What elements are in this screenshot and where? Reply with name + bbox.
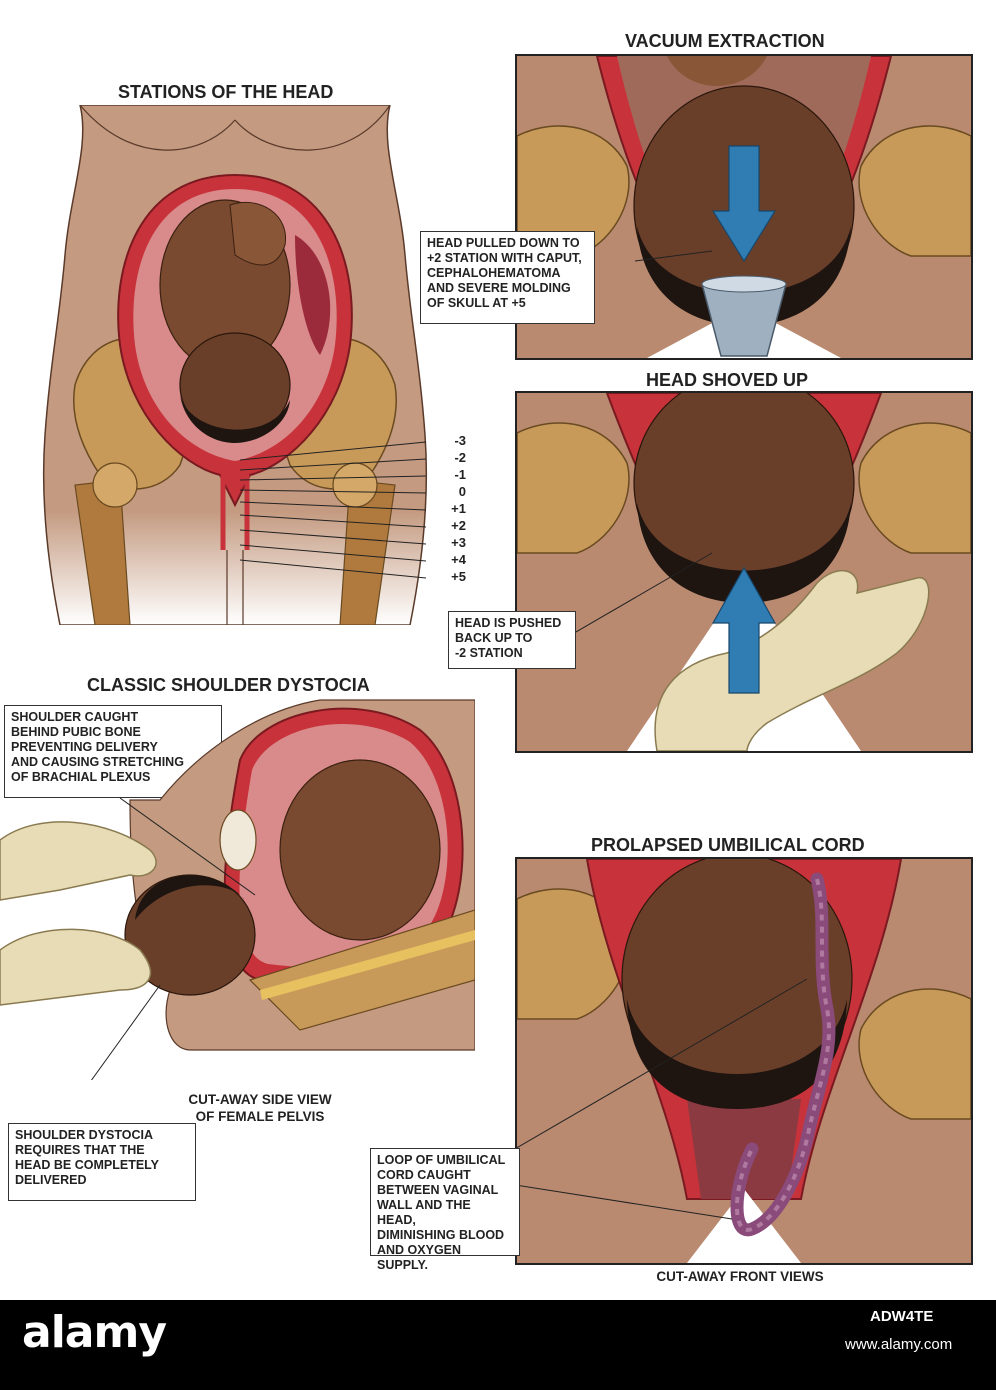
stations-illustration bbox=[20, 105, 450, 625]
stations-title: STATIONS OF THE HEAD bbox=[118, 82, 334, 102]
footer-bar bbox=[0, 1300, 996, 1390]
baby-head bbox=[124, 874, 256, 996]
station-label: +1 bbox=[451, 501, 466, 516]
shoulder-requires-callout: SHOULDER DYSTOCIA REQUIRES THAT THE HEAD… bbox=[8, 1123, 196, 1201]
up-arrow bbox=[711, 566, 777, 694]
station-label: +5 bbox=[451, 569, 466, 584]
dystocia-illustration bbox=[0, 690, 475, 1080]
pubic-bone bbox=[219, 809, 257, 871]
side-view-caption: CUT-AWAY SIDE VIEW OF FEMALE PELVIS bbox=[188, 1092, 332, 1124]
station-label: -2 bbox=[454, 450, 466, 465]
prolapsed-title: PROLAPSED UMBILICAL CORD bbox=[591, 835, 865, 855]
station-label: +4 bbox=[451, 552, 466, 567]
vacuum-callout: HEAD PULLED DOWN TO +2 STATION WITH CAPU… bbox=[420, 231, 595, 324]
vacuum-title: VACUUM EXTRACTION bbox=[625, 31, 825, 51]
glove-hand-upper bbox=[0, 821, 157, 901]
prolapsed-panel bbox=[515, 857, 973, 1265]
shoved-panel bbox=[515, 391, 973, 753]
station-scale: -3 -2 -1 0 +1 +2 +3 +4 +5 bbox=[426, 433, 466, 586]
alamy-logo: alamy bbox=[22, 1307, 167, 1358]
station-label: +3 bbox=[451, 535, 466, 550]
cord-loop-callout: LOOP OF UMBILICAL CORD CAUGHT BETWEEN VA… bbox=[370, 1148, 520, 1272]
station-label: -1 bbox=[454, 467, 466, 482]
fetus-body-side bbox=[279, 759, 441, 941]
station-label: 0 bbox=[458, 484, 466, 499]
glove-hand-lower bbox=[0, 928, 152, 1006]
down-arrow bbox=[711, 145, 777, 263]
station-label: +2 bbox=[451, 518, 466, 533]
front-views-caption: CUT-AWAY FRONT VIEWS bbox=[656, 1269, 824, 1284]
station-label: -3 bbox=[454, 433, 466, 448]
image-id: ADW4TE bbox=[870, 1308, 934, 1325]
dystocia-title: CLASSIC SHOULDER DYSTOCIA bbox=[87, 675, 370, 695]
shoved-title: HEAD SHOVED UP bbox=[646, 370, 809, 390]
shoved-callout: HEAD IS PUSHED BACK UP TO -2 STATION bbox=[448, 611, 576, 669]
alamy-url[interactable]: www.alamy.com bbox=[845, 1336, 953, 1353]
glove-hand bbox=[654, 569, 930, 751]
